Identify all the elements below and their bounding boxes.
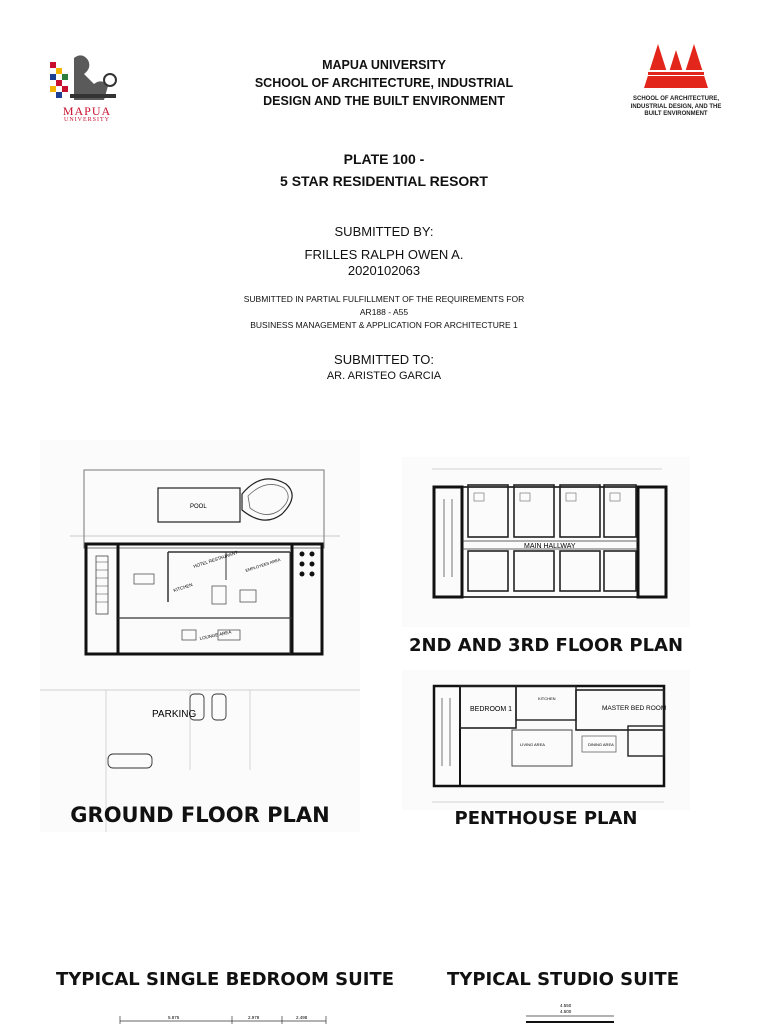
bedroom-1-label: BEDROOM 1 [470, 706, 512, 713]
mapua-logo-text: MAPUA [62, 104, 112, 118]
dim-1: 5.875 [168, 1015, 180, 1020]
second-third-floor-plan: MAIN HALLWAY [402, 457, 690, 627]
mapua-logo: MAPUA UNIVERSITY [44, 50, 130, 130]
submitted-by-label: SUBMITTED BY: [334, 224, 434, 239]
single-bedroom-drawing: 5.875 2.978 2.498 [119, 1015, 327, 1024]
second-third-floor-drawing: MAIN HALLWAY [432, 468, 668, 599]
studio-drawing: 4.550 4.500 [526, 1003, 614, 1023]
living-area-label: LIVING AREA [520, 742, 545, 747]
dim-2: 2.978 [248, 1015, 260, 1020]
penthouse-drawing: BEDROOM 1 MASTER BED ROOM KITCHEN LIVING… [432, 684, 666, 803]
dining-area-label: DINING AREA [588, 742, 614, 747]
course-code: AR188 - A55 [359, 307, 409, 317]
ground-floor-title: GROUND FLOOR PLAN [70, 803, 330, 827]
penthouse-title: PENTHOUSE PLAN [454, 808, 638, 829]
dim-3: 2.498 [296, 1015, 308, 1020]
plate-name: 5 STAR RESIDENTIAL RESORT [280, 173, 488, 189]
second-third-floor-title: 2ND AND 3RD FLOOR PLAN [408, 635, 684, 656]
student-number: 2020102063 [347, 263, 421, 278]
mapua-logo-icon [50, 55, 117, 100]
employees-label: EMPLOYEES AREA [245, 557, 282, 573]
lounge-label: LOUNGE AREA [199, 629, 232, 641]
soa-logo-icon [644, 44, 708, 88]
studio-dim-2: 4.500 [560, 1009, 572, 1014]
student-name: FRILLES RALPH OWEN A. [304, 247, 464, 262]
studio-dim-1: 4.550 [560, 1003, 572, 1008]
single-bedroom-plan: 5.875 2.978 2.498 [112, 1010, 332, 1024]
main-hallway-label: MAIN HALLWAY [524, 543, 576, 550]
ground-floor-plan: POOL PARKING HOTEL RESTAURANT KITCHEN LO… [40, 440, 360, 832]
parking-label: PARKING [152, 709, 196, 720]
penthouse-kitchen-label: KITCHEN [538, 696, 556, 701]
university-name: MAPUA UNIVERSITY [322, 58, 446, 72]
mapua-logo-subtext: UNIVERSITY [64, 117, 110, 123]
school-line-1: SCHOOL OF ARCHITECTURE, INDUSTRIAL [254, 76, 514, 90]
course-name: BUSINESS MANAGEMENT & APPLICATION FOR AR… [250, 320, 518, 330]
fulfillment-line: SUBMITTED IN PARTIAL FULFILLMENT OF THE … [243, 294, 525, 304]
soa-logo-text: SCHOOL OF ARCHITECTURE, INDUSTRIAL DESIG… [630, 96, 722, 117]
studio-title: TYPICAL STUDIO SUITE [447, 969, 679, 990]
single-bedroom-title: TYPICAL SINGLE BEDROOM SUITE [55, 969, 395, 990]
penthouse-plan: BEDROOM 1 MASTER BED ROOM KITCHEN LIVING… [402, 670, 690, 810]
kitchen-label: KITCHEN [173, 582, 193, 593]
school-line-2: DESIGN AND THE BUILT ENVIRONMENT [263, 94, 505, 108]
master-bedroom-label: MASTER BED ROOM [602, 705, 666, 712]
instructor-name: AR. ARISTEO GARCIA [326, 370, 442, 382]
studio-plan: 4.550 4.500 [520, 1000, 620, 1024]
pool-label: POOL [190, 504, 207, 510]
ground-floor-drawing: POOL PARKING HOTEL RESTAURANT KITCHEN LO… [40, 469, 360, 832]
soa-logo: SCHOOL OF ARCHITECTURE, INDUSTRIAL DESIG… [626, 36, 726, 122]
submitted-to-label: SUBMITTED TO: [334, 352, 434, 367]
plate-number: PLATE 100 - [343, 151, 425, 167]
